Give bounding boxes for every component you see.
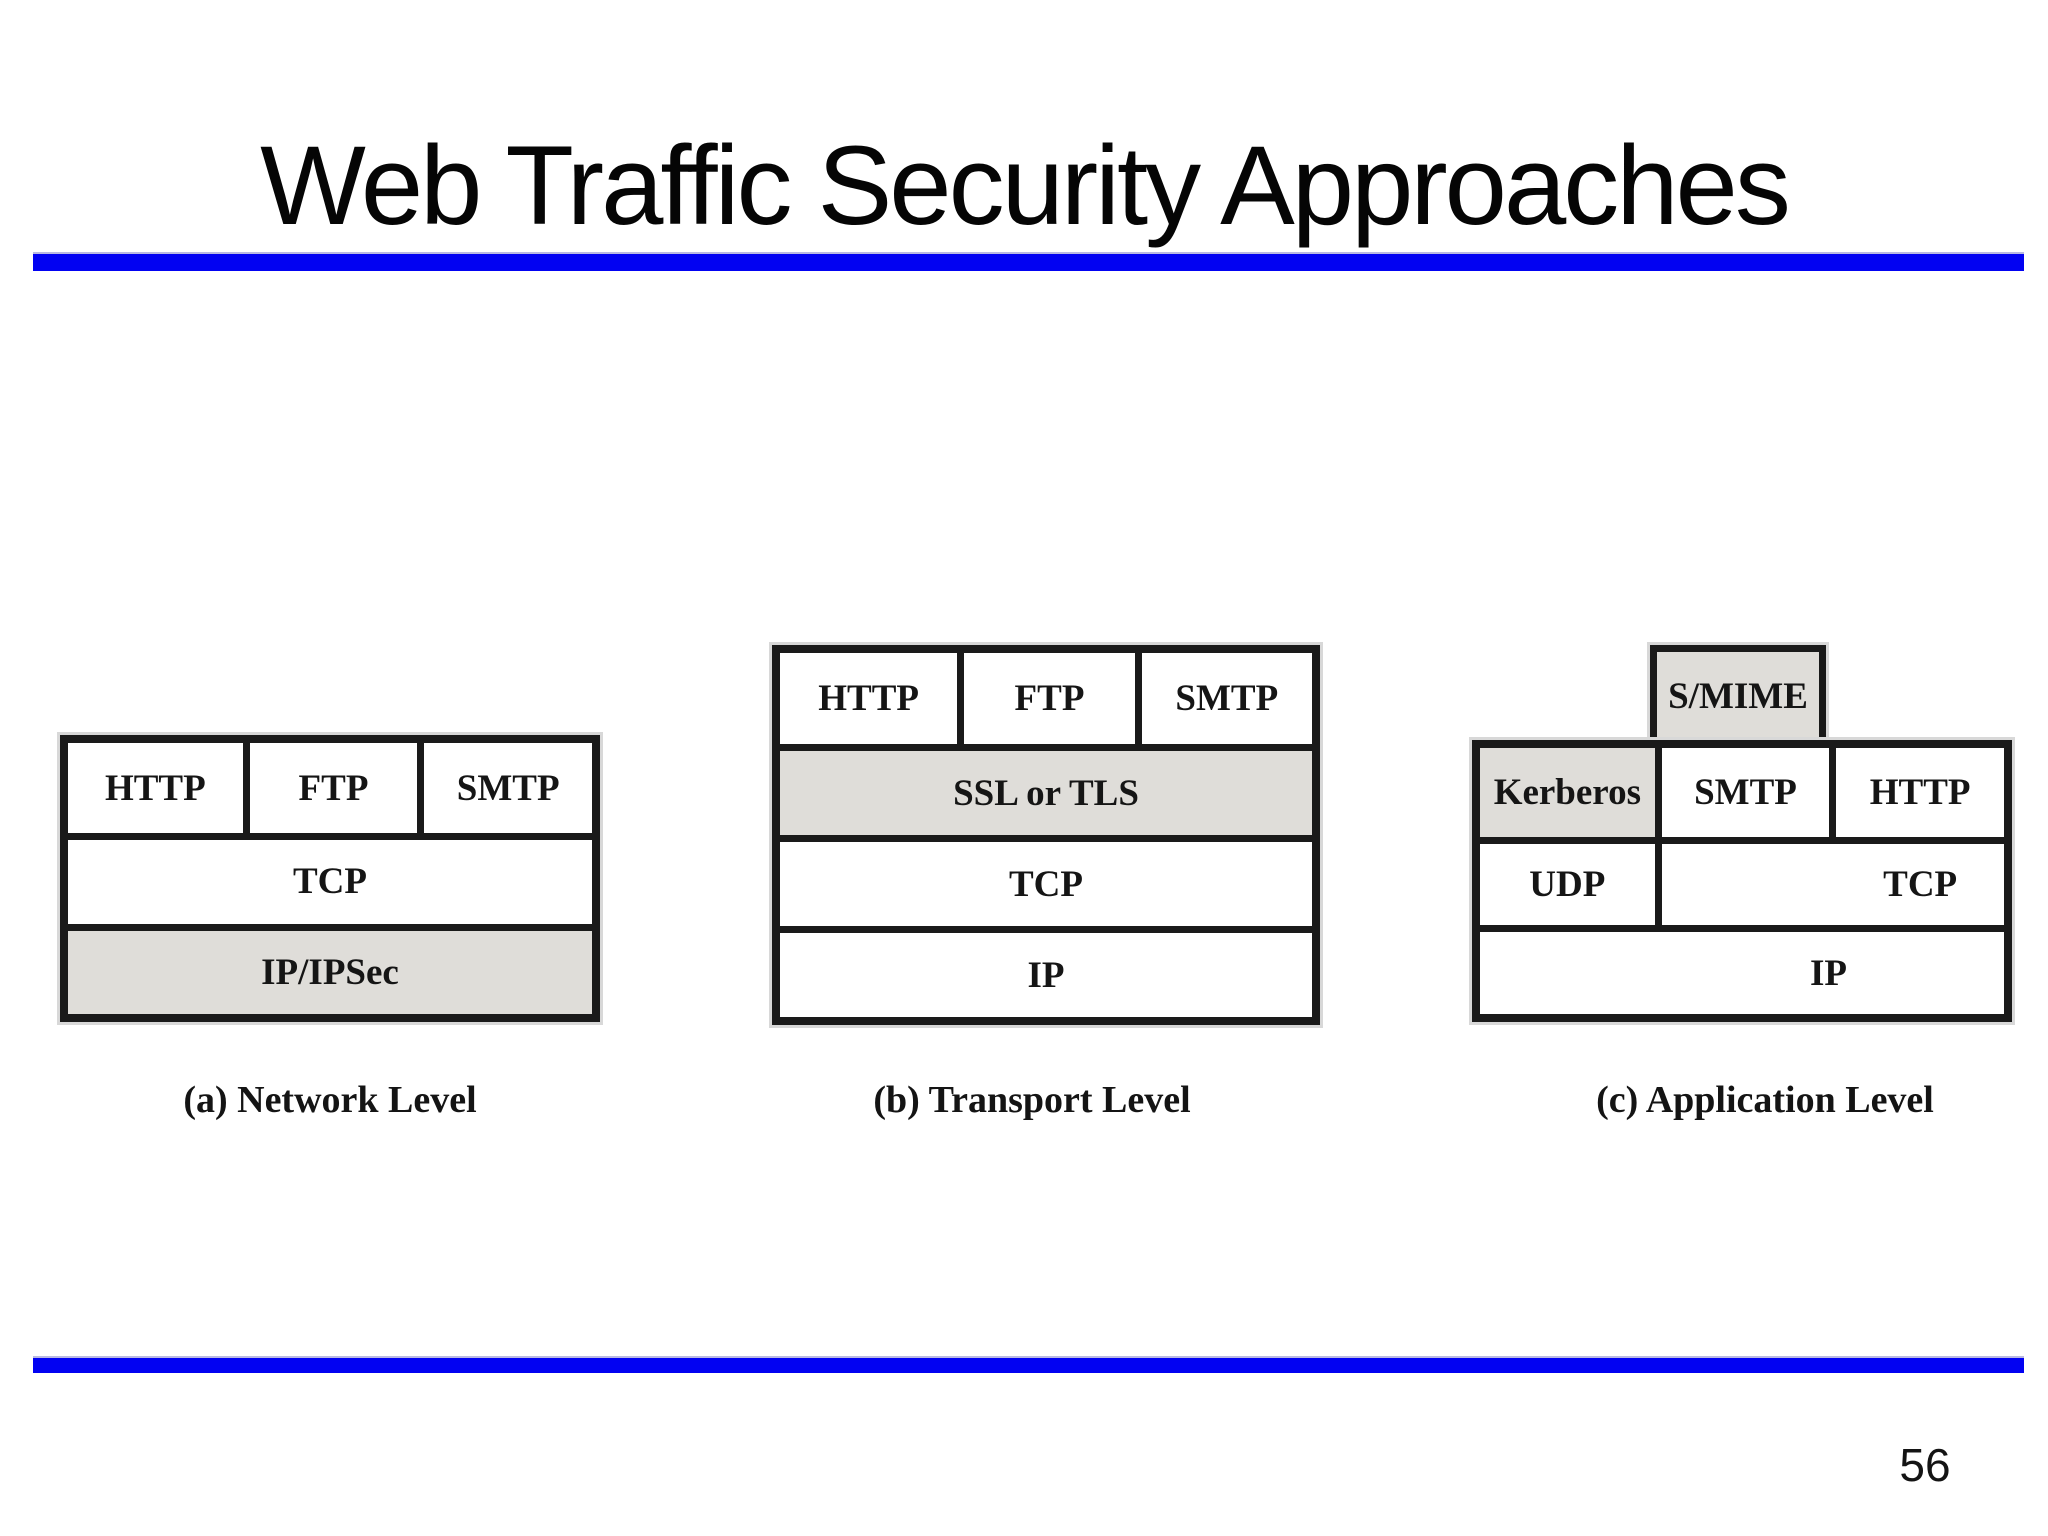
protocol-cell-tcp: TCP: [1654, 836, 2004, 926]
protocol-cell-ftp: FTP: [957, 653, 1135, 744]
caption-transport-level: (b) Transport Level: [873, 1079, 1191, 1121]
protocol-cell-ssl-tls: SSL or TLS: [780, 744, 1312, 835]
application-level-stack: Kerberos SMTP HTTP UDP TCP IP: [1469, 737, 2015, 1025]
caption-application-level: (c) Application Level: [1596, 1079, 1934, 1121]
protocol-cell-smtp: SMTP: [1654, 748, 1830, 837]
title-underline-rule: [33, 252, 2024, 271]
protocol-cell-tcp: TCP: [68, 833, 592, 924]
transport-level-stack: HTTP FTP SMTP SSL or TLS TCP IP: [769, 642, 1323, 1028]
protocol-cell-ip: IP: [780, 926, 1312, 1017]
protocol-cell-http: HTTP: [1829, 748, 2004, 837]
protocol-cell-tcp: TCP: [780, 835, 1312, 926]
caption-network-level: (a) Network Level: [183, 1079, 477, 1121]
protocol-cell-ip: IP: [1480, 925, 2004, 1014]
protocol-cell-http: HTTP: [68, 743, 243, 834]
page-number: 56: [1899, 1439, 1951, 1491]
slide-title: Web Traffic Security Approaches: [260, 123, 1791, 249]
footer-rule: [33, 1356, 2024, 1373]
protocol-cell-smime: S/MIME: [1647, 642, 1829, 750]
protocol-cell-http: HTTP: [780, 653, 958, 744]
protocol-cell-smtp: SMTP: [1134, 653, 1312, 744]
protocol-cell-smtp: SMTP: [417, 743, 592, 834]
protocol-cell-kerberos: Kerberos: [1480, 748, 1655, 837]
protocol-cell-ip-ipsec: IP/IPSec: [68, 923, 592, 1014]
network-level-stack: HTTP FTP SMTP TCP IP/IPSec: [57, 732, 603, 1025]
protocol-cell-udp: UDP: [1480, 836, 1655, 926]
protocol-cell-ftp: FTP: [242, 743, 418, 834]
